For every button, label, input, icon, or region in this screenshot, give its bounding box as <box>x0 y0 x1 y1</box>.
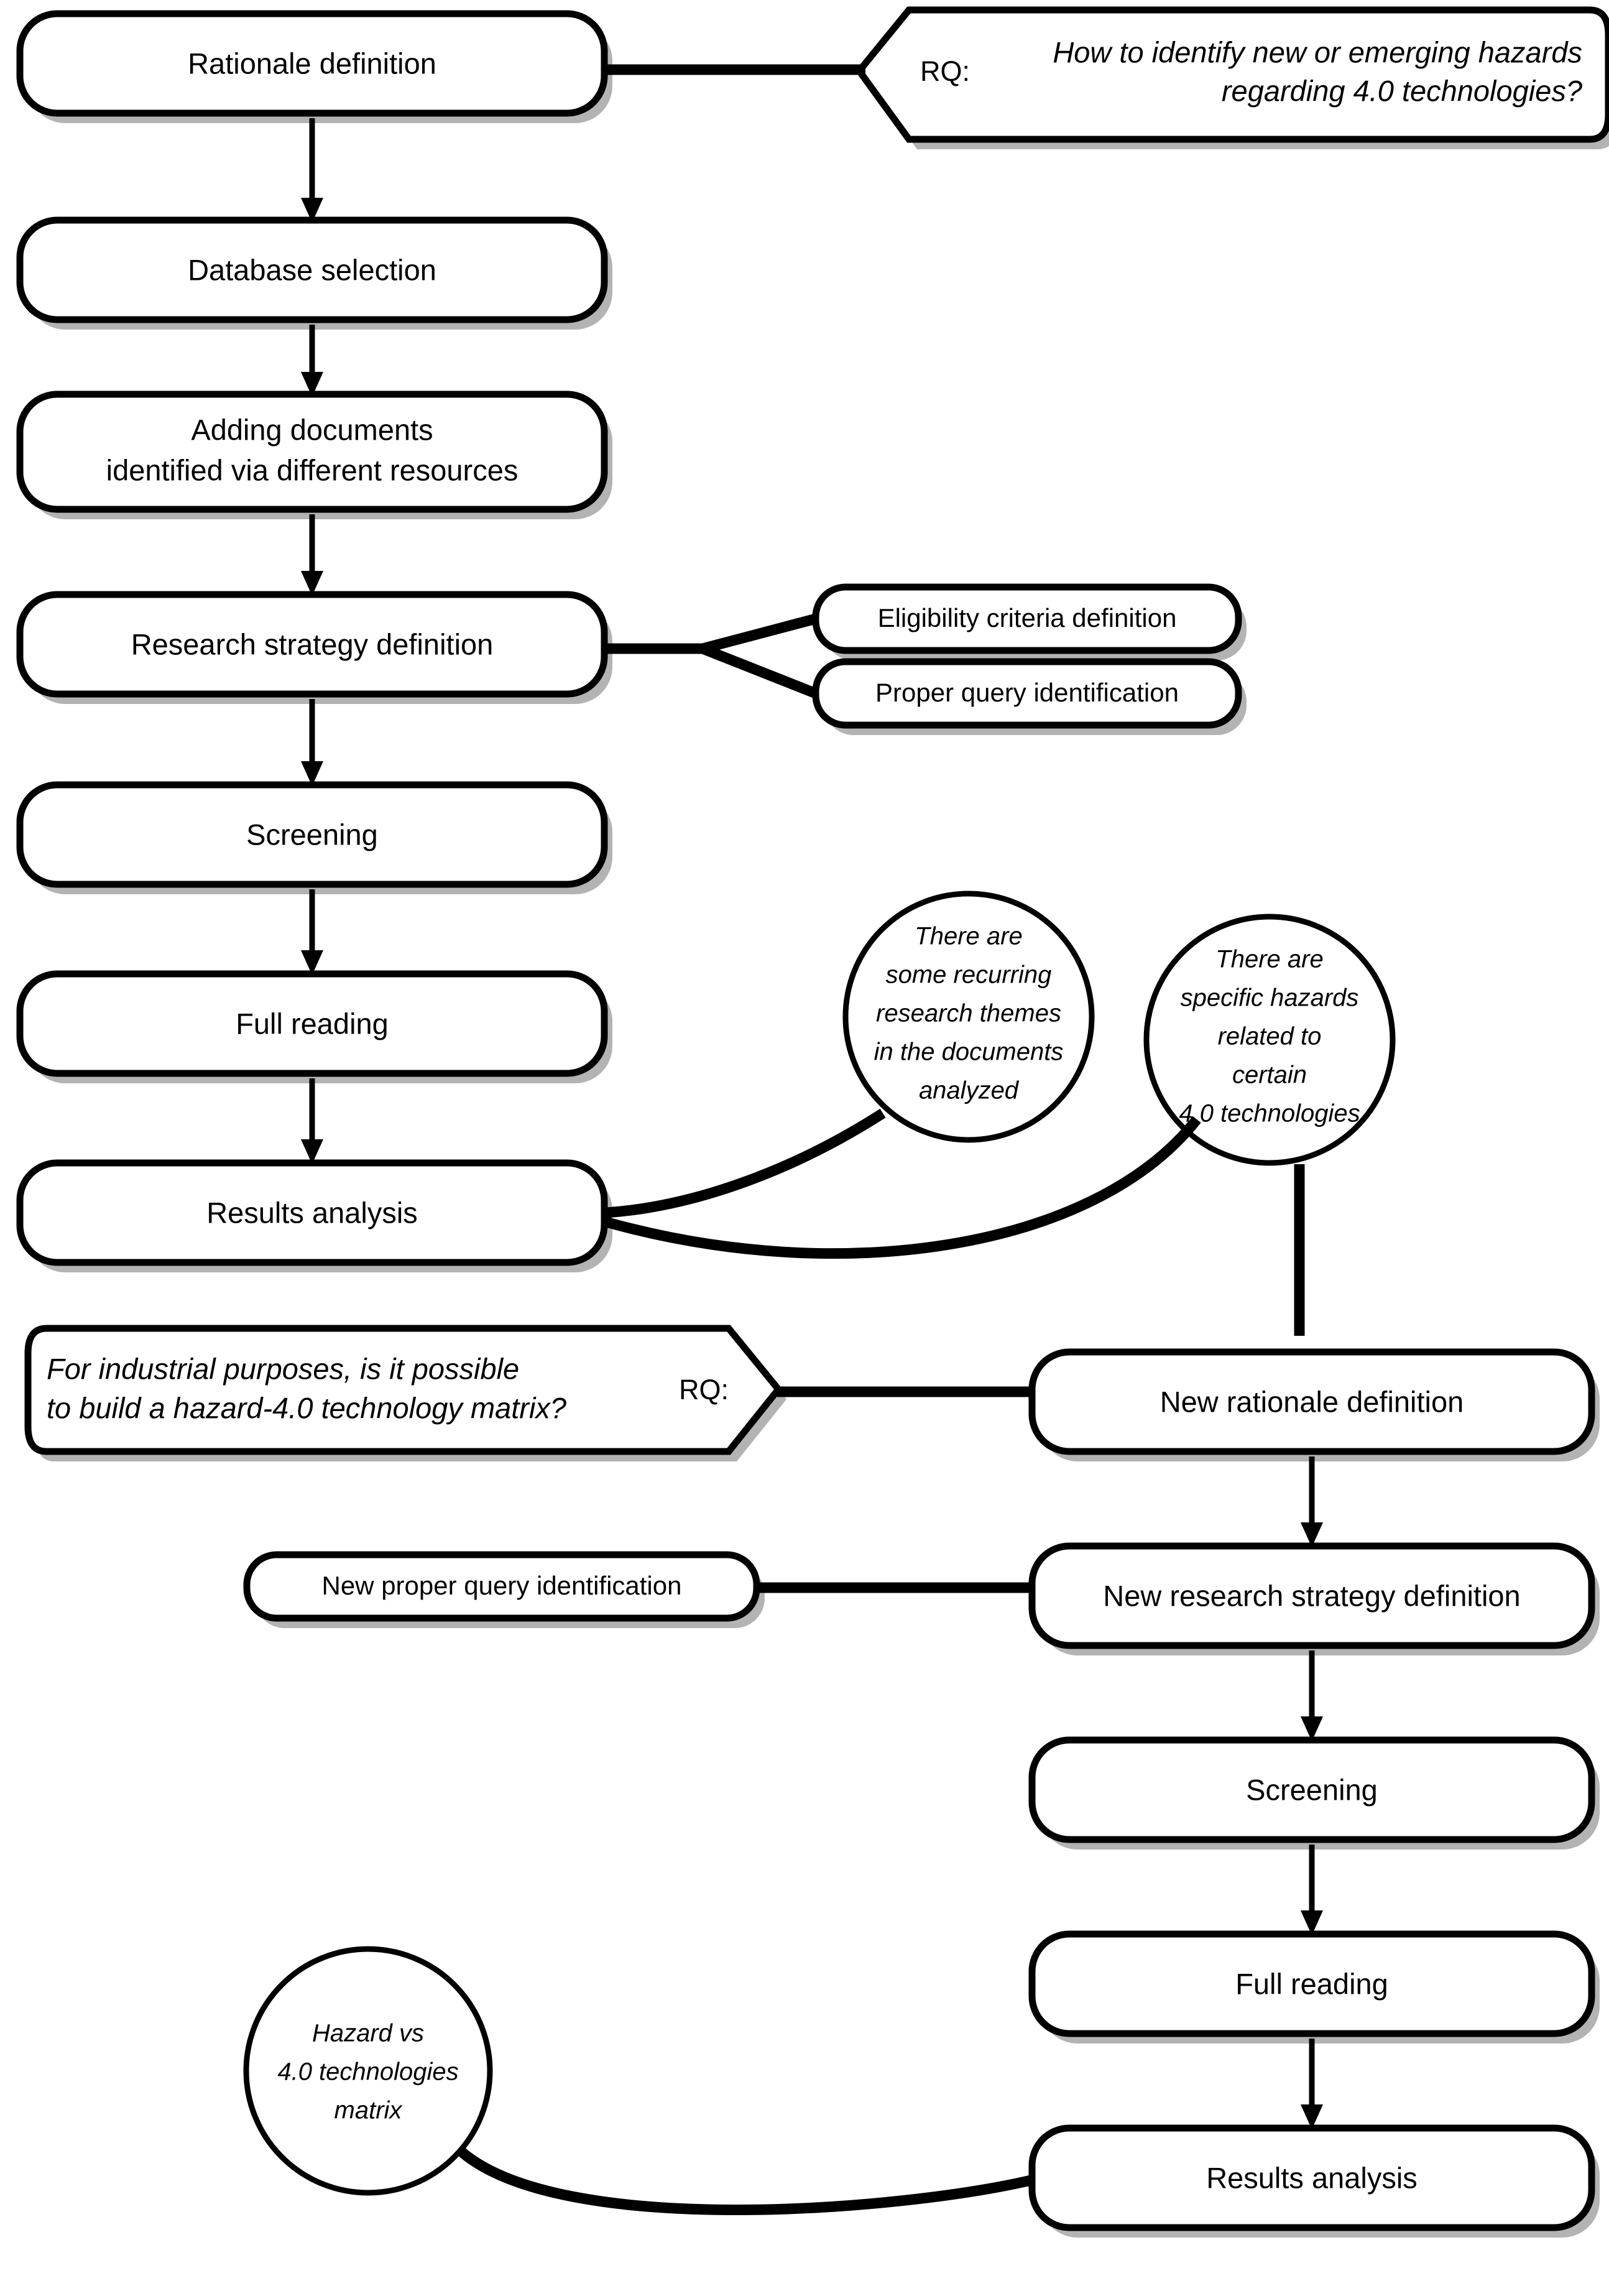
finding-line-5: analyzed <box>919 1077 1020 1104</box>
node-results-analysis-2[interactable]: Results analysis <box>1028 2124 1600 2238</box>
node-label: Proper query identification <box>875 678 1179 707</box>
node-label: New proper query identification <box>322 1571 682 1600</box>
connector-arrows-right-column <box>1301 1456 1323 2129</box>
node-label: Rationale definition <box>188 47 436 80</box>
circle-body <box>243 1946 493 2196</box>
finding-line-1: Hazard vs <box>312 2020 424 2047</box>
node-label: Eligibility criteria definition <box>878 603 1177 632</box>
callout-rq-2[interactable]: For industrial purposes, is it possible … <box>24 1325 786 1461</box>
node-label: Research strategy definition <box>131 627 494 660</box>
finding-line-4: in the documents <box>874 1039 1064 1066</box>
callout-finding-hazard-matrix[interactable]: Hazard vs 4.0 technologies matrix <box>243 1946 493 2196</box>
node-label: Results analysis <box>1206 2161 1418 2194</box>
node-label: New rationale definition <box>1160 1385 1464 1418</box>
node-proper-query-identification[interactable]: Proper query identification <box>812 658 1247 735</box>
rq-tag: RQ: <box>679 1374 729 1405</box>
node-label-line2: identified via different resources <box>106 453 519 486</box>
rq-text-line1: For industrial purposes, is it possible <box>47 1352 519 1385</box>
callout-body <box>855 6 1609 143</box>
node-body <box>16 10 608 117</box>
callout-rq-1[interactable]: RQ: How to identify new or emerging haza… <box>855 6 1609 149</box>
node-label-line1: Adding documents <box>191 413 433 446</box>
node-new-rationale-definition[interactable]: New rationale definition <box>1028 1348 1600 1461</box>
node-database-selection[interactable]: Database selection <box>16 216 612 330</box>
callout-body <box>24 1325 783 1455</box>
connector-strategy-branches <box>604 613 818 698</box>
finding-line-1: There are <box>915 923 1022 950</box>
finding-line-4: certain <box>1232 1062 1307 1089</box>
rq-text-line1: How to identify new or emerging hazards <box>1053 35 1582 68</box>
node-adding-documents[interactable]: Adding documents identified via differen… <box>16 391 612 519</box>
rq-text-line2: regarding 4.0 technologies? <box>1222 74 1582 107</box>
node-screening-2[interactable]: Screening <box>1028 1736 1600 1849</box>
node-label: Screening <box>246 818 378 851</box>
circle-body <box>842 891 1095 1143</box>
node-label: Database selection <box>188 253 436 286</box>
connector-results2-to-hazard-matrix <box>456 2146 1035 2215</box>
finding-line-5: 4.0 technologies <box>1179 1100 1360 1127</box>
node-new-proper-query-identification[interactable]: New proper query identification <box>243 1551 765 1628</box>
finding-line-3: research themes <box>876 1000 1061 1027</box>
finding-line-2: some recurring <box>886 961 1052 989</box>
node-label: Screening <box>1246 1773 1378 1806</box>
node-label: Full reading <box>1235 1967 1388 2000</box>
finding-line-3: related to <box>1218 1023 1322 1050</box>
node-label: Results analysis <box>206 1196 418 1229</box>
rq-text-line2: to build a hazard-4.0 technology matrix? <box>47 1391 566 1424</box>
finding-line-2: specific hazards <box>1181 984 1359 1012</box>
node-research-strategy-definition[interactable]: Research strategy definition <box>16 591 612 704</box>
connector-results-to-specific-hazards <box>604 1116 1201 1259</box>
callout-finding-recurring-themes[interactable]: There are some recurring research themes… <box>842 891 1095 1143</box>
node-rationale-definition[interactable]: Rationale definition <box>16 10 612 123</box>
node-eligibility-criteria-definition[interactable]: Eligibility criteria definition <box>812 583 1247 660</box>
node-screening[interactable]: Screening <box>16 781 612 894</box>
node-results-analysis[interactable]: Results analysis <box>16 1159 612 1272</box>
node-full-reading-2[interactable]: Full reading <box>1028 1930 1600 2044</box>
circle-body <box>1143 914 1396 1166</box>
connector-results-to-recurring-themes <box>606 1108 886 1218</box>
node-body <box>16 391 608 513</box>
callout-finding-specific-hazards[interactable]: There are specific hazards related to ce… <box>1143 914 1396 1166</box>
node-full-reading[interactable]: Full reading <box>16 970 612 1083</box>
finding-line-2: 4.0 technologies <box>277 2058 458 2086</box>
node-label: New research strategy definition <box>1103 1579 1520 1612</box>
rq-tag: RQ: <box>920 55 970 87</box>
finding-line-3: matrix <box>334 2097 403 2124</box>
node-label: Full reading <box>236 1007 389 1040</box>
node-body <box>1028 1348 1595 1455</box>
finding-line-1: There are <box>1215 946 1323 973</box>
node-new-research-strategy-definition[interactable]: New research strategy definition <box>1028 1542 1600 1655</box>
connector-arrows-left-column <box>301 118 323 1164</box>
